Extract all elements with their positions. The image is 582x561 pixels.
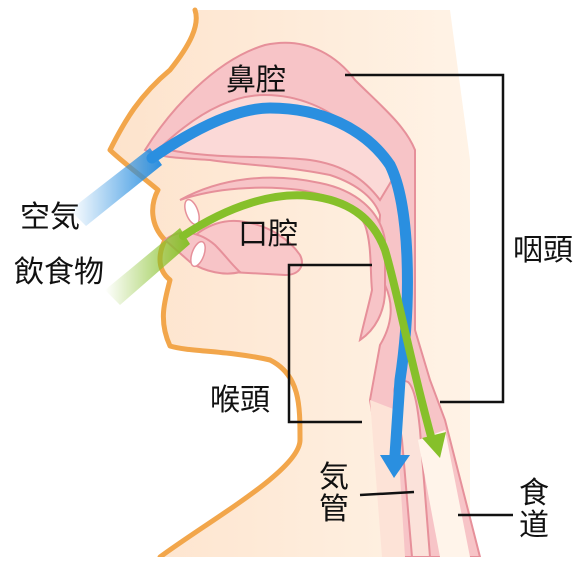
trachea-leader xyxy=(359,490,415,497)
pharynx-bracket xyxy=(345,73,505,404)
air-flow-head xyxy=(380,455,410,478)
oral-cavity-wall xyxy=(179,176,386,343)
tooth-lower xyxy=(190,240,206,268)
label-pharynx: 咽頭 xyxy=(513,233,573,268)
label-larynx: 喉頭 xyxy=(210,383,270,418)
larynx-bracket xyxy=(287,263,372,424)
label-nasal-cavity: 鼻腔 xyxy=(226,63,286,98)
neck-outline xyxy=(157,437,303,560)
label-air: 空気 xyxy=(20,200,80,235)
label-trachea: 気管 xyxy=(319,460,349,527)
food-flow-arrow xyxy=(179,191,436,444)
label-esophagus: 食道 xyxy=(519,476,549,543)
food-flow-head xyxy=(422,432,446,458)
air-flow-tail xyxy=(70,148,162,226)
air-flow-arrow xyxy=(146,102,413,461)
label-food: 飲食物 xyxy=(14,255,104,290)
label-oral-cavity: 口腔 xyxy=(238,217,298,252)
esophagus-lane xyxy=(418,430,470,557)
food-flow-tail xyxy=(105,228,190,305)
